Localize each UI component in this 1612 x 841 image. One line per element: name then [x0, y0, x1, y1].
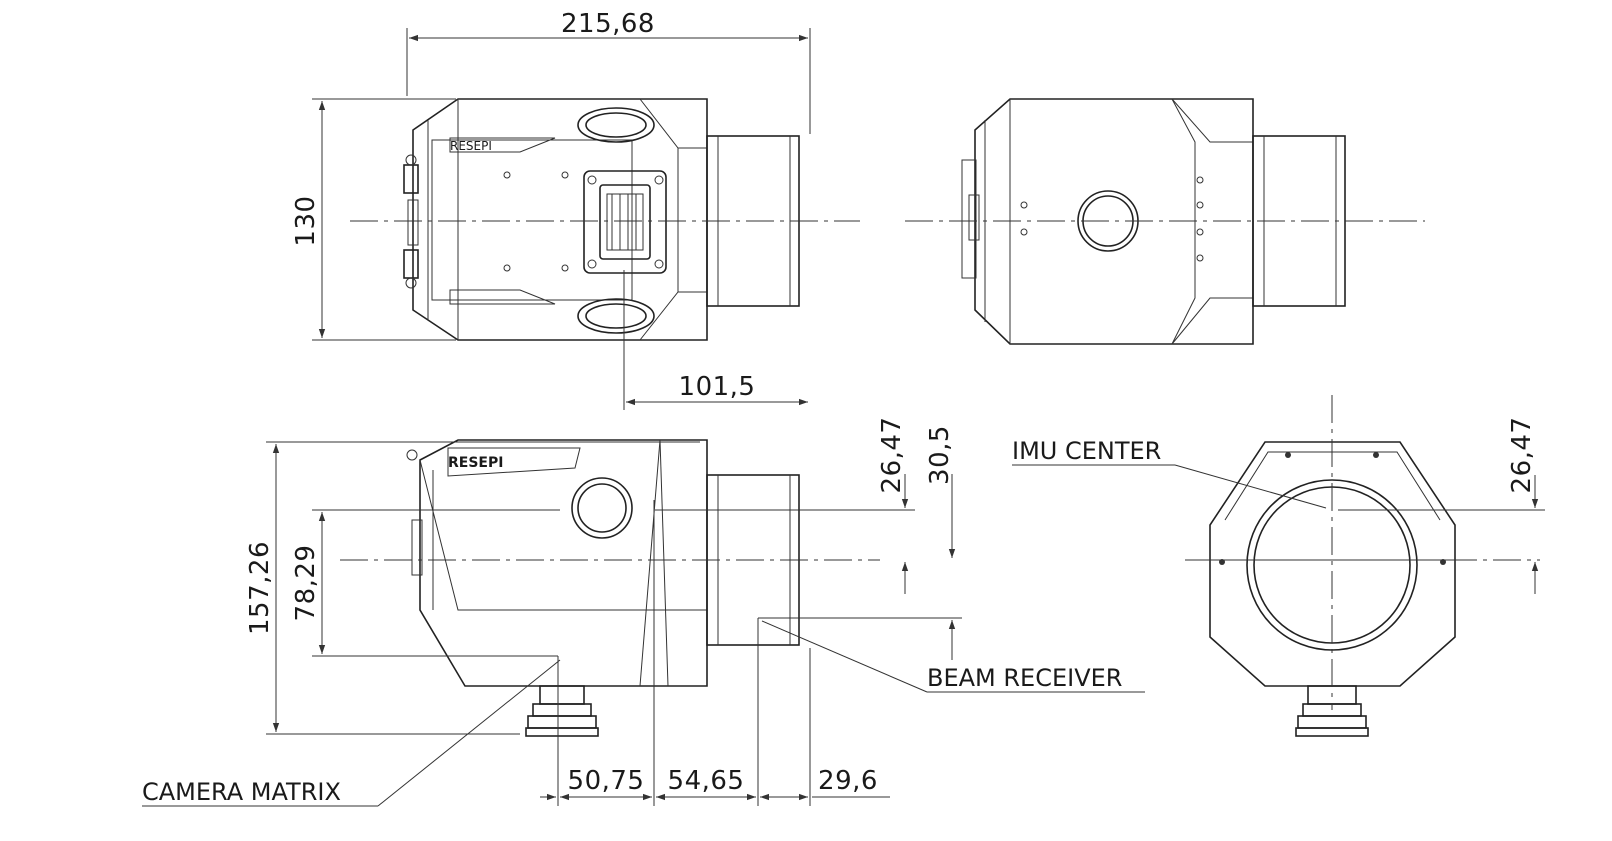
front-view — [1185, 395, 1540, 737]
brand-text-top: RESEPI — [450, 139, 492, 153]
dim-label-side-height: 157,26 — [245, 541, 275, 635]
dim-lens-offset: 101,5 — [623, 270, 808, 410]
label-beam-receiver: BEAM RECEIVER — [927, 664, 1122, 692]
top-view — [350, 98, 860, 341]
dim-side-height: 157,26 — [245, 441, 700, 735]
dim-total-length: 215,68 — [406, 9, 811, 134]
right-top-view — [905, 98, 1425, 345]
label-camera-matrix: CAMERA MATRIX — [142, 778, 341, 806]
leader-imu-center: IMU CENTER — [1012, 437, 1327, 509]
dim-label-camera-x: 50,75 — [568, 766, 645, 796]
dim-label-lens-offset: 101,5 — [679, 372, 756, 402]
dim-bottom-row: 50,75 54,65 29,6 — [540, 500, 890, 806]
dim-imu-offset-front: 26,47 — [1338, 417, 1545, 594]
dim-label-imu-offset-front: 26,47 — [1507, 417, 1537, 494]
leader-beam-receiver: BEAM RECEIVER — [761, 620, 1145, 693]
dim-label-camera-height: 78,29 — [291, 545, 321, 622]
dim-receiver-offset: 30,5 — [758, 425, 962, 660]
dim-imu-offset-side: 26,47 — [655, 417, 915, 594]
side-view — [340, 439, 880, 737]
dim-label-imu-x: 54,65 — [668, 766, 745, 796]
dim-label-imu-offset-side: 26,47 — [877, 417, 907, 494]
dim-camera-height: 78,29 — [291, 509, 560, 657]
dim-height: 130 — [291, 98, 456, 341]
dim-label-receiver-offset: 30,5 — [925, 425, 955, 485]
dim-label-total-length: 215,68 — [561, 9, 655, 39]
label-imu-center: IMU CENTER — [1012, 437, 1161, 465]
dim-label-receiver-length: 29,6 — [818, 766, 878, 796]
brand-text-side: RESEPI — [448, 455, 503, 471]
leader-camera-matrix: CAMERA MATRIX — [142, 659, 561, 807]
dim-label-height: 130 — [291, 195, 321, 246]
